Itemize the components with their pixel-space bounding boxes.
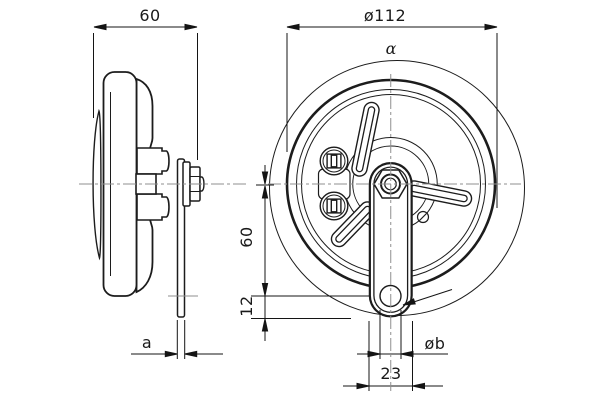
dimension-annotations: [93, 23, 498, 391]
dim-front-diameter: [286, 23, 498, 208]
dim-side-width-label: 60: [139, 6, 160, 25]
terminal-upper: [319, 146, 349, 176]
center-lines: [79, 74, 521, 391]
dim-hole-diameter: [357, 289, 453, 359]
dim-front-diameter-label: ø112: [364, 6, 406, 25]
dim-hole-offset-label: 12: [237, 295, 256, 316]
dim-hole-diameter-label: øb: [425, 334, 446, 353]
boss-lower: [136, 193, 170, 221]
dim-center-to-hole-label: 60: [237, 226, 256, 247]
dim-thickness-a-label: a: [142, 333, 152, 352]
adjust-screw: [416, 210, 430, 224]
dim-side-width: [93, 23, 198, 160]
alpha-angle-label: α: [386, 39, 397, 58]
front-view: [269, 60, 525, 318]
dim-bracket-width-label: 23: [380, 364, 401, 383]
dim-bracket-width: [343, 321, 443, 391]
dim-vertical-stack: [251, 165, 369, 341]
side-view: [92, 71, 205, 318]
dimension-labels: 60 ø112 α 60 12 a øb 23: [139, 6, 445, 383]
dim-thickness-a: [131, 320, 223, 359]
terminal-lower: [319, 191, 349, 221]
boss-upper: [136, 147, 170, 175]
cover-slots: [330, 101, 473, 248]
